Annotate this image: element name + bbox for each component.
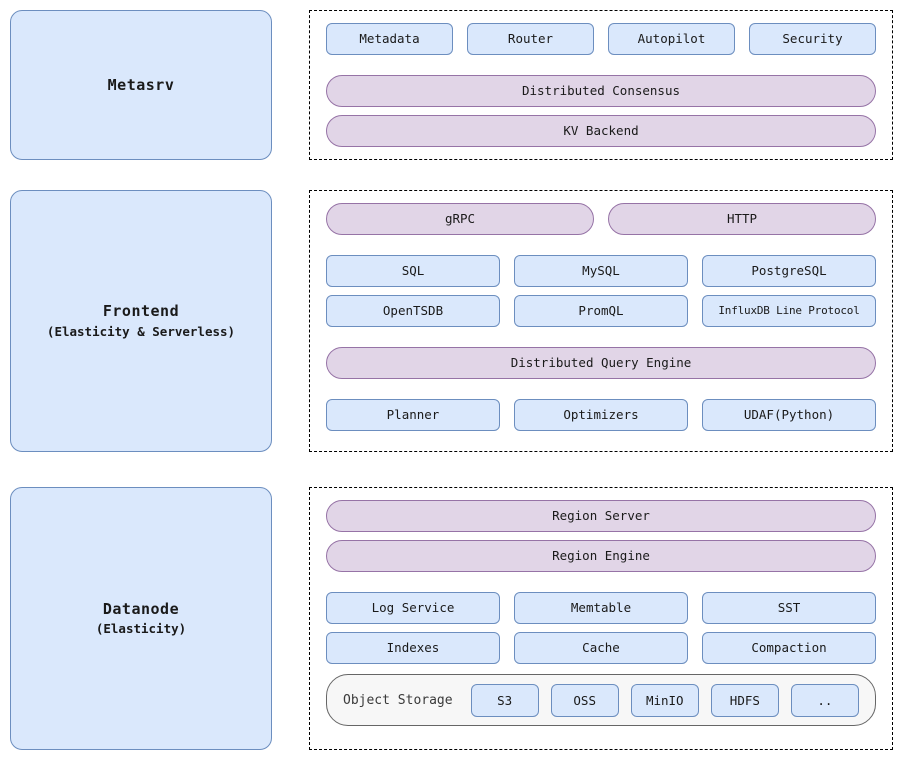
datanode-storage-row-1: Log Service Memtable SST bbox=[326, 592, 876, 624]
spacer bbox=[326, 335, 876, 339]
node-router[interactable]: Router bbox=[467, 23, 594, 55]
object-storage-label: Object Storage bbox=[343, 692, 453, 708]
node-sql[interactable]: SQL bbox=[326, 255, 500, 287]
frontend-query-engine-row: Distributed Query Engine bbox=[326, 347, 876, 379]
node-autopilot[interactable]: Autopilot bbox=[608, 23, 735, 55]
node-mysql[interactable]: MySQL bbox=[514, 255, 688, 287]
node-hdfs[interactable]: HDFS bbox=[710, 683, 779, 717]
group-datanode: Region Server Region Engine Log Service … bbox=[309, 487, 893, 750]
spacer bbox=[326, 580, 876, 584]
node-opentsdb[interactable]: OpenTSDB bbox=[326, 295, 500, 327]
node-more[interactable]: .. bbox=[790, 683, 859, 717]
node-compaction[interactable]: Compaction bbox=[702, 632, 876, 664]
role-panel-datanode: Datanode (Elasticity) bbox=[10, 487, 272, 750]
node-indexes[interactable]: Indexes bbox=[326, 632, 500, 664]
group-frontend: gRPC HTTP SQL MySQL PostgreSQL OpenTSDB … bbox=[309, 190, 893, 452]
node-log-service[interactable]: Log Service bbox=[326, 592, 500, 624]
role-panel-frontend-title: Frontend bbox=[102, 302, 180, 321]
role-panel-datanode-title: Datanode bbox=[102, 599, 180, 618]
node-security[interactable]: Security bbox=[749, 23, 876, 55]
node-kv-backend[interactable]: KV Backend bbox=[326, 115, 876, 147]
node-influxdb-line-protocol[interactable]: InfluxDB Line Protocol bbox=[702, 295, 876, 327]
node-region-server[interactable]: Region Server bbox=[326, 500, 876, 532]
object-storage-strip: Object Storage S3 OSS MinIO HDFS .. bbox=[326, 674, 876, 726]
group-metasrv: Metadata Router Autopilot Security Distr… bbox=[309, 10, 893, 160]
role-panel-frontend-subtitle: (Elasticity & Serverless) bbox=[46, 323, 236, 339]
datanode-storage-row-2: Indexes Cache Compaction bbox=[326, 632, 876, 664]
node-optimizers[interactable]: Optimizers bbox=[514, 399, 688, 431]
metasrv-kv-row: KV Backend bbox=[326, 115, 876, 147]
frontend-languages-row-1: SQL MySQL PostgreSQL bbox=[326, 255, 876, 287]
node-minio[interactable]: MinIO bbox=[630, 683, 699, 717]
node-oss[interactable]: OSS bbox=[550, 683, 619, 717]
node-memtable[interactable]: Memtable bbox=[514, 592, 688, 624]
frontend-protocols-row: gRPC HTTP bbox=[326, 203, 876, 235]
node-metadata[interactable]: Metadata bbox=[326, 23, 453, 55]
metasrv-consensus-row: Distributed Consensus bbox=[326, 75, 876, 107]
node-distributed-query-engine[interactable]: Distributed Query Engine bbox=[326, 347, 876, 379]
node-grpc[interactable]: gRPC bbox=[326, 203, 594, 235]
node-region-engine[interactable]: Region Engine bbox=[326, 540, 876, 572]
metasrv-services-row: Metadata Router Autopilot Security bbox=[326, 23, 876, 55]
node-postgresql[interactable]: PostgreSQL bbox=[702, 255, 876, 287]
node-planner[interactable]: Planner bbox=[326, 399, 500, 431]
role-panel-frontend: Frontend (Elasticity & Serverless) bbox=[10, 190, 272, 452]
frontend-languages-row-2: OpenTSDB PromQL InfluxDB Line Protocol bbox=[326, 295, 876, 327]
datanode-region-engine-row: Region Engine bbox=[326, 540, 876, 572]
frontend-engine-parts-row: Planner Optimizers UDAF(Python) bbox=[326, 399, 876, 431]
node-http[interactable]: HTTP bbox=[608, 203, 876, 235]
spacer bbox=[326, 63, 876, 67]
node-udaf-python[interactable]: UDAF(Python) bbox=[702, 399, 876, 431]
node-distributed-consensus[interactable]: Distributed Consensus bbox=[326, 75, 876, 107]
node-promql[interactable]: PromQL bbox=[514, 295, 688, 327]
node-s3[interactable]: S3 bbox=[470, 683, 539, 717]
datanode-region-server-row: Region Server bbox=[326, 500, 876, 532]
spacer bbox=[326, 387, 876, 391]
spacer bbox=[326, 243, 876, 247]
role-panel-datanode-subtitle: (Elasticity) bbox=[95, 621, 187, 637]
node-cache[interactable]: Cache bbox=[514, 632, 688, 664]
role-panel-metasrv-title: Metasrv bbox=[107, 75, 175, 94]
role-panel-metasrv: Metasrv bbox=[10, 10, 272, 160]
node-sst[interactable]: SST bbox=[702, 592, 876, 624]
